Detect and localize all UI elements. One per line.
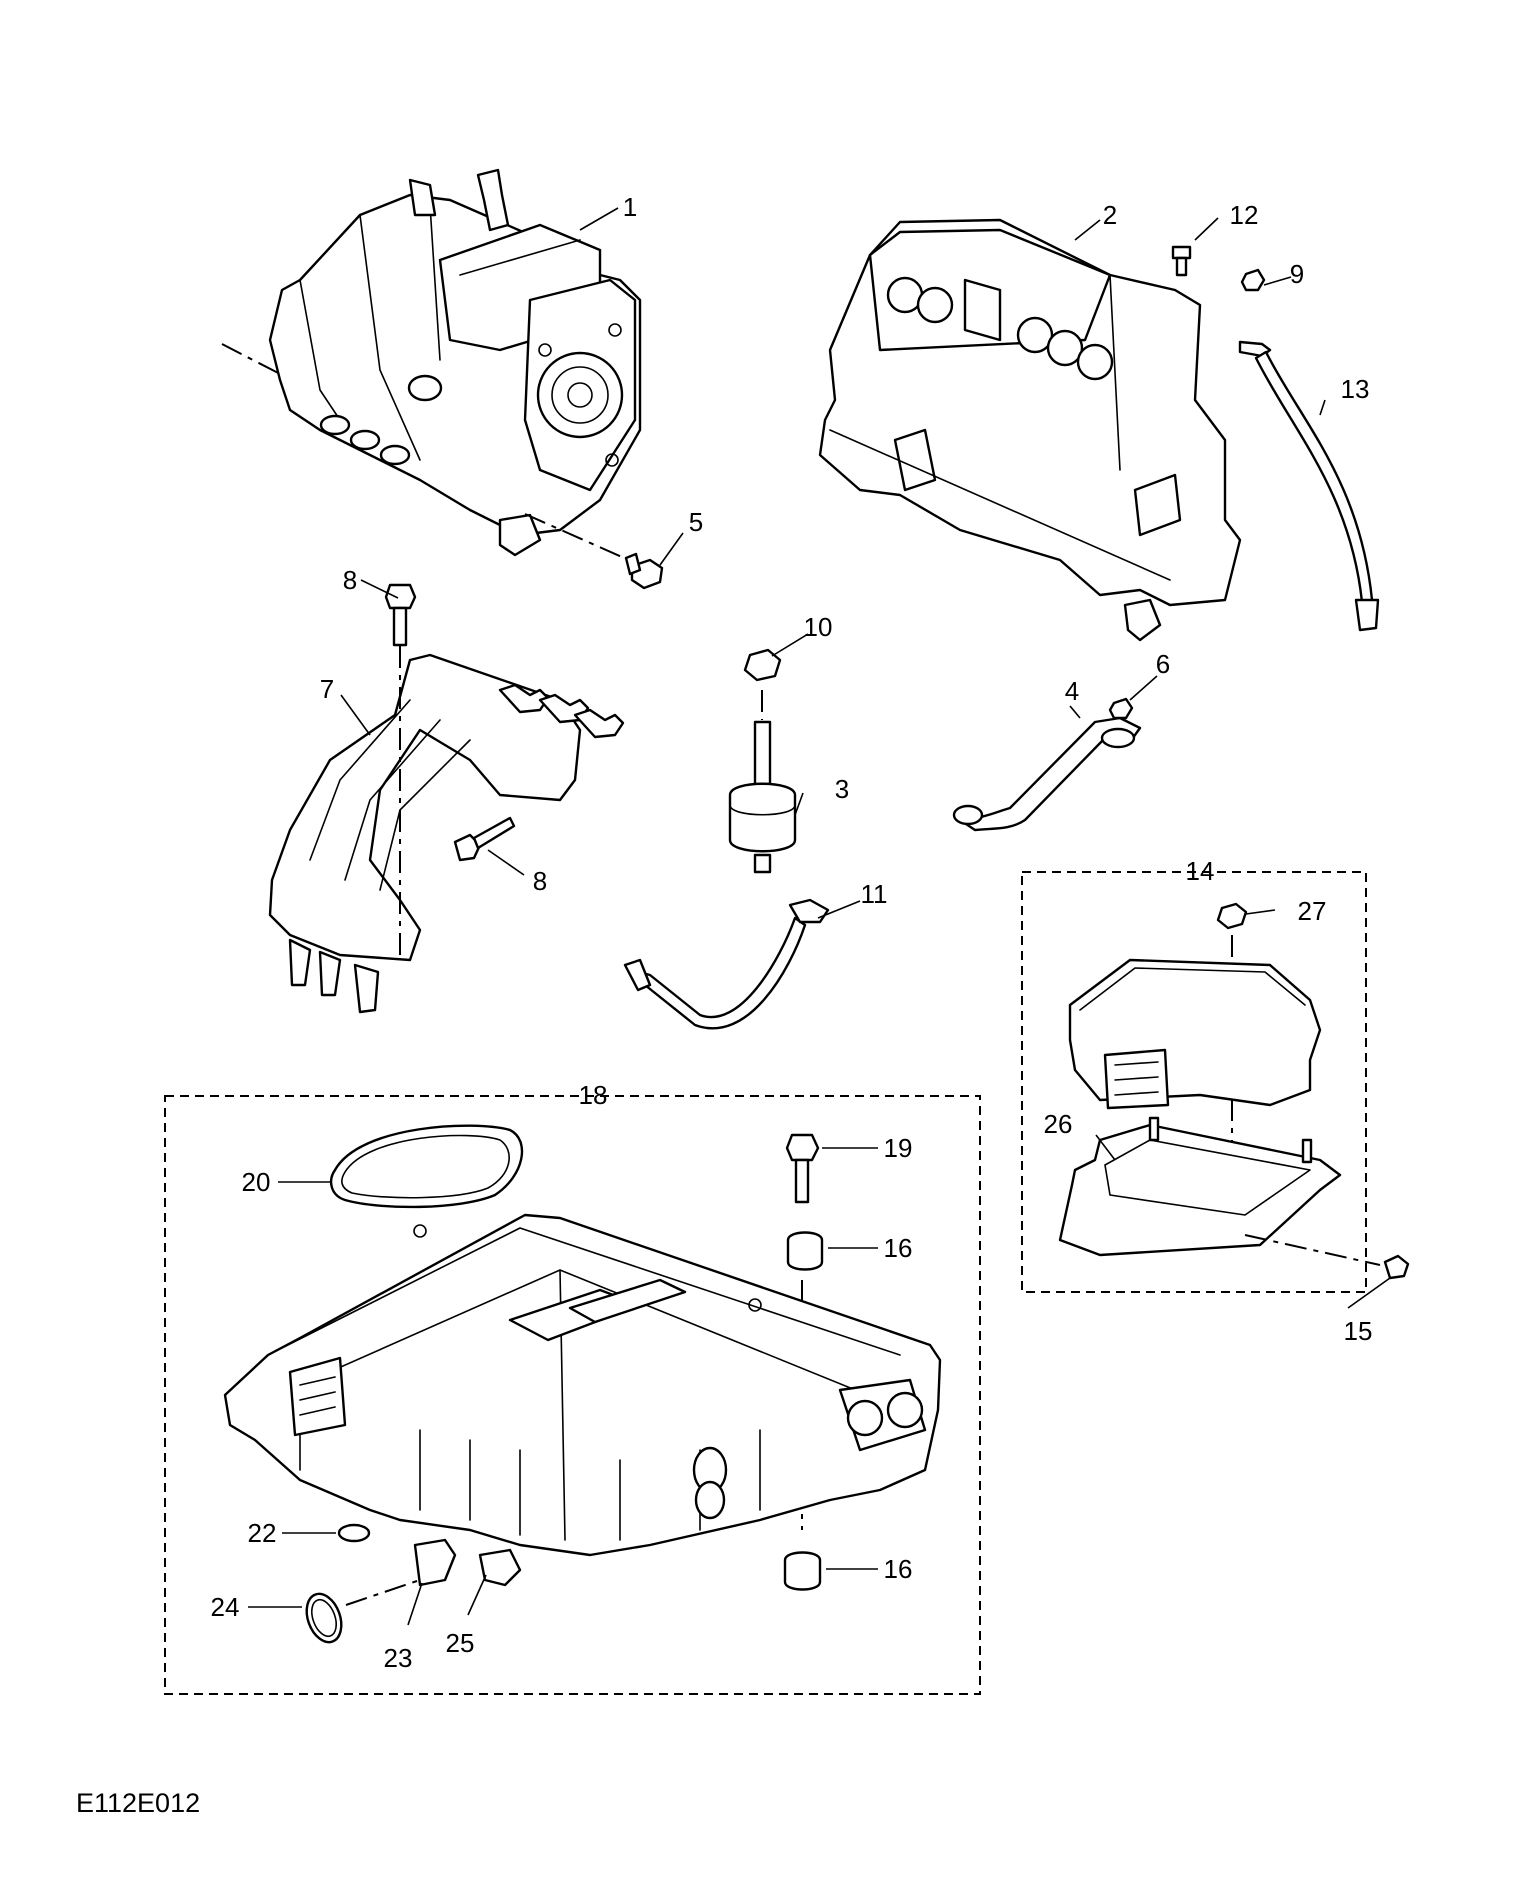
part-6-bolt (1108, 697, 1134, 720)
part-27-nut (1216, 902, 1248, 930)
part-13-ground-strap (1238, 340, 1380, 632)
callout-8-top: 8 (343, 565, 357, 595)
part-4-cable (952, 716, 1142, 832)
callout-2: 2 (1103, 200, 1117, 230)
callout-18: 18 (579, 1080, 608, 1110)
callout-22: 22 (248, 1518, 277, 1548)
leader-lines (248, 207, 1391, 1626)
callout-20: 20 (242, 1167, 271, 1197)
callout-labels: 1 2 3 4 5 6 7 8 8 9 10 11 12 13 14 15 16… (211, 192, 1373, 1673)
part-3-mount (728, 720, 797, 874)
callout-19: 19 (884, 1133, 913, 1163)
callout-13: 13 (1341, 374, 1370, 404)
part-9-bolt (1240, 268, 1266, 292)
callout-16-lower: 16 (884, 1554, 913, 1584)
part-7-busbar-harness (268, 653, 625, 1014)
part-1-electric-motor (268, 168, 642, 557)
part-2-inverter-housing (818, 218, 1242, 642)
callout-5: 5 (689, 507, 703, 537)
part-24-o-ring (305, 1592, 343, 1644)
part-10-nut (743, 648, 782, 682)
part-12-bolt (1171, 245, 1192, 277)
callout-8-lower: 8 (533, 866, 547, 896)
callout-24: 24 (211, 1592, 240, 1622)
part-11-cable (623, 898, 830, 1030)
figure-code: E112E012 (76, 1788, 200, 1818)
callout-25: 25 (446, 1628, 475, 1658)
callout-16-upper: 16 (884, 1233, 913, 1263)
part-26-bracket (1058, 1116, 1342, 1257)
part-5-bolt (624, 552, 664, 590)
callout-11: 11 (861, 879, 888, 909)
control-module (1068, 958, 1322, 1110)
callout-27: 27 (1298, 896, 1327, 926)
group-18-box (164, 1095, 981, 1695)
callout-9: 9 (1290, 259, 1304, 289)
callout-10: 10 (804, 612, 833, 642)
callout-26: 26 (1044, 1109, 1073, 1139)
callout-4: 4 (1065, 676, 1079, 706)
callout-15: 15 (1344, 1316, 1373, 1346)
part-22-o-ring (337, 1523, 371, 1543)
callout-23: 23 (384, 1643, 413, 1673)
group-14-box (1021, 871, 1367, 1293)
part-16-grommet-lower (783, 1551, 822, 1591)
callout-1: 1 (623, 192, 637, 222)
callout-12: 12 (1230, 200, 1259, 230)
inverter-assembly (223, 1213, 942, 1587)
callout-6: 6 (1156, 649, 1170, 679)
callout-3: 3 (835, 774, 849, 804)
callout-7: 7 (320, 674, 334, 704)
part-15-bolt (1383, 1254, 1410, 1280)
part-20-gasket (329, 1124, 524, 1209)
part-19-bolt (785, 1133, 820, 1204)
part-16-grommet-upper (786, 1231, 824, 1271)
callout-14: 14 (1186, 856, 1215, 886)
part-8-bolt-lower (453, 816, 516, 862)
part-8-bolt-top (384, 583, 417, 647)
